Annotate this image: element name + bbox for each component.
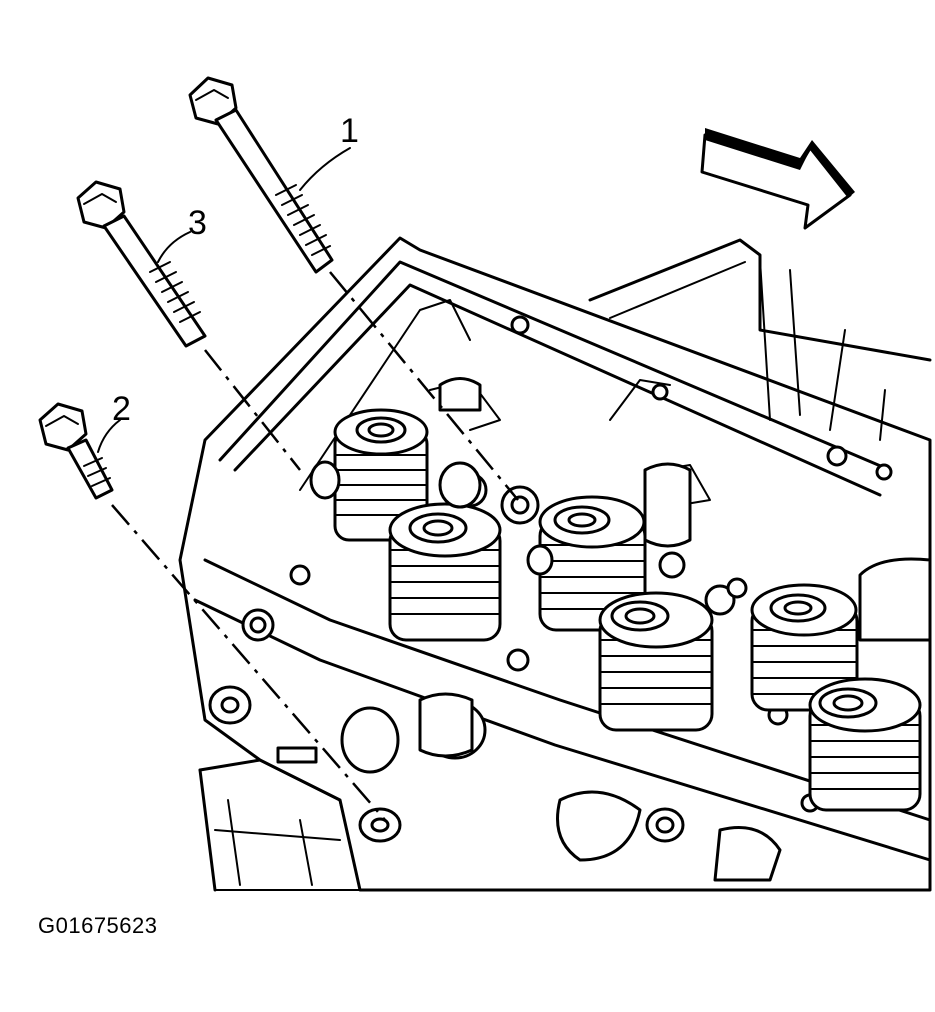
callout-1: 1 [340,112,359,150]
bolt-2 [38,402,386,821]
figure-code: G01675623 [38,913,158,938]
valve-spring [750,583,859,712]
callout-3: 3 [188,204,207,242]
valve-spring [598,591,714,732]
arrow-right-down-icon [700,128,855,230]
valve-spring [808,677,922,812]
valve-springs [333,408,932,812]
valve-spring [858,557,932,642]
bolt-1 [188,76,519,501]
rocker-pedestals [309,377,692,758]
bolt-holes [241,315,894,813]
bolt-3 [76,180,301,471]
callout-2: 2 [112,390,131,428]
valve-spring [333,408,429,542]
callout-leaders [97,147,351,453]
valve-spring [388,502,502,642]
